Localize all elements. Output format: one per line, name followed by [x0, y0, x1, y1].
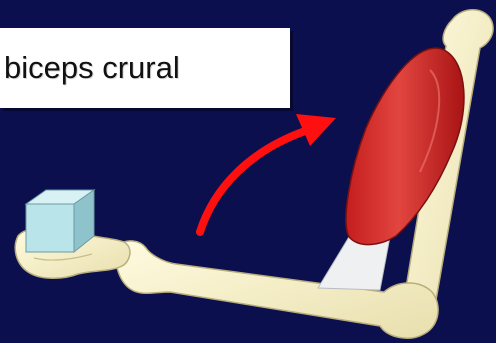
curved-arrow-icon	[200, 114, 336, 232]
cube-icon	[26, 190, 94, 252]
lower-bone	[116, 241, 438, 338]
muscle-label: biceps crural	[0, 50, 180, 86]
muscle-label-box: biceps crural	[0, 28, 290, 108]
